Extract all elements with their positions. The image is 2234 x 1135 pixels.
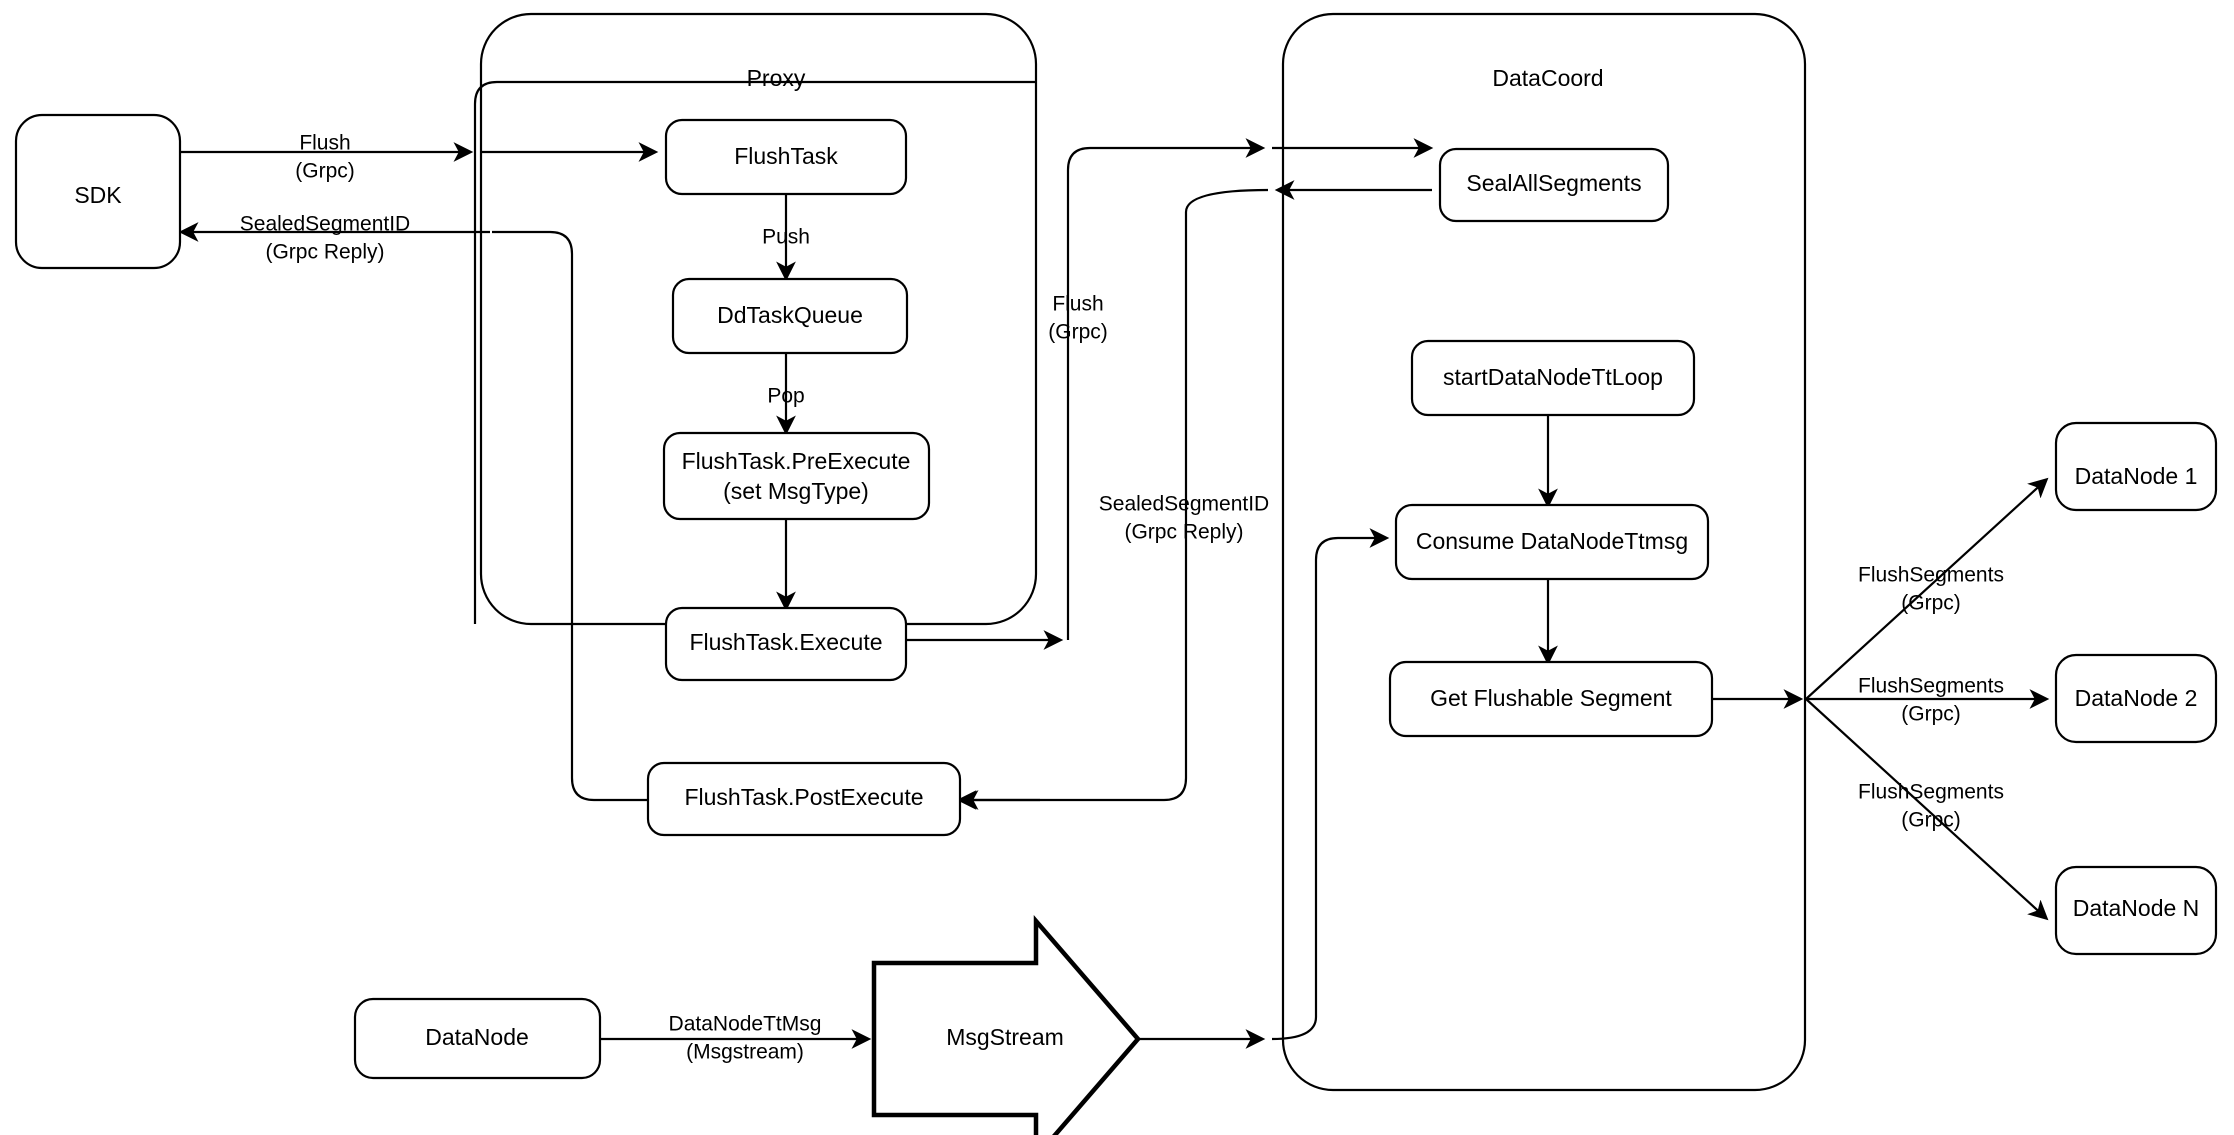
edge-label-sealedsegmentid-reply-l2: (Grpc Reply) xyxy=(265,241,384,264)
node-datanode-source[interactable]: DataNode xyxy=(353,997,602,1080)
node-start-datanode-tt-loop-label: startDataNodeTtLoop xyxy=(1443,364,1663,390)
node-datanode-1[interactable]: DataNode 1 xyxy=(2054,421,2218,512)
edge-label-flushsegments-n-l1: FlushSegments xyxy=(1858,781,2004,804)
node-flushtask-execute[interactable]: FlushTask.Execute xyxy=(664,606,908,682)
edge-label-sealedsegmentid-l2: (Grpc Reply) xyxy=(1124,521,1243,544)
edge-label-flushsegments-2-l2: (Grpc) xyxy=(1901,703,1961,726)
edge-label-flush-l2: (Grpc) xyxy=(295,160,355,183)
edge-label-flushsegments-2-l1: FlushSegments xyxy=(1858,675,2004,698)
edge-postexecute-return-to-sdk xyxy=(492,230,648,802)
edge-label-sealedsegmentid-reply-l1: SealedSegmentID xyxy=(240,213,410,236)
edge-label-flush-l1: Flush xyxy=(299,132,350,155)
node-flushtask-execute-label: FlushTask.Execute xyxy=(689,629,882,655)
edge-label-flush-grpc-l2: (Grpc) xyxy=(1048,321,1108,344)
edge-label-flushsegments-n-l2: (Grpc) xyxy=(1901,809,1961,832)
node-sdk[interactable]: SDK xyxy=(14,113,182,270)
node-flushtask-label: FlushTask xyxy=(734,143,838,169)
node-flushtask-postexecute[interactable]: FlushTask.PostExecute xyxy=(646,761,962,837)
node-flushtask-postexecute-label: FlushTask.PostExecute xyxy=(684,784,923,810)
node-datanode-1-label: DataNode 1 xyxy=(2075,463,2198,489)
node-consume-datanode-ttmsg[interactable]: Consume DataNodeTtmsg xyxy=(1394,503,1710,581)
node-get-flushable-segment-label: Get Flushable Segment xyxy=(1430,685,1672,711)
edge-fanout-to-datanode-1 xyxy=(1805,477,2049,700)
group-datacoord-label: DataCoord xyxy=(1492,65,1603,91)
edge-label-push: Push xyxy=(762,226,810,249)
node-msgstream-label: MsgStream xyxy=(946,1024,1064,1050)
node-flushtask-preexecute-label-line1: FlushTask.PreExecute xyxy=(682,448,911,474)
node-datanode-2-label: DataNode 2 xyxy=(2075,685,2198,711)
node-flushtask[interactable]: FlushTask xyxy=(664,118,908,196)
node-get-flushable-segment[interactable]: Get Flushable Segment xyxy=(1388,660,1714,738)
node-sealallsegments[interactable]: SealAllSegments xyxy=(1438,147,1670,223)
node-datanode-2[interactable]: DataNode 2 xyxy=(2054,653,2218,744)
group-proxy-label: Proxy xyxy=(747,65,806,91)
edge-label-datanodettmsg-l1: DataNodeTtMsg xyxy=(669,1013,822,1036)
node-flushtask-preexecute[interactable]: FlushTask.PreExecute (set MsgType) xyxy=(662,431,931,521)
edge-label-flush-grpc-l1: Flush xyxy=(1052,293,1103,316)
edge-proxy-left-trunk xyxy=(473,80,1036,624)
node-ddtaskqueue-label: DdTaskQueue xyxy=(717,302,863,328)
edge-ttmsg-into-consume xyxy=(1271,528,1390,1041)
edge-flush-grpc-proxy-to-datacoord xyxy=(1066,138,1266,640)
node-start-datanode-tt-loop[interactable]: startDataNodeTtLoop xyxy=(1410,339,1696,417)
node-flushtask-preexecute-label-line2: (set MsgType) xyxy=(723,478,869,504)
edge-label-flushsegments-1-l2: (Grpc) xyxy=(1901,592,1961,615)
edge-label-pop: Pop xyxy=(767,385,804,408)
edge-label-sealedsegmentid-l1: SealedSegmentID xyxy=(1099,493,1269,516)
node-ddtaskqueue[interactable]: DdTaskQueue xyxy=(671,277,909,355)
edge-fanout-to-datanode-n xyxy=(1805,698,2049,921)
node-datanode-n-label: DataNode N xyxy=(2073,895,2200,921)
edge-sealedsegmentid-datacoord-to-proxy xyxy=(956,188,1269,810)
edge-label-flushsegments-1-l1: FlushSegments xyxy=(1858,564,2004,587)
node-sdk-label: SDK xyxy=(74,182,122,208)
node-datanode-n[interactable]: DataNode N xyxy=(2054,865,2218,956)
node-msgstream[interactable]: MsgStream xyxy=(871,914,1141,1135)
node-datanode-source-label: DataNode xyxy=(425,1024,529,1050)
node-sealallsegments-label: SealAllSegments xyxy=(1466,170,1641,196)
edge-label-datanodettmsg-l2: (Msgstream) xyxy=(686,1041,804,1064)
node-consume-datanode-ttmsg-label: Consume DataNodeTtmsg xyxy=(1416,528,1688,554)
